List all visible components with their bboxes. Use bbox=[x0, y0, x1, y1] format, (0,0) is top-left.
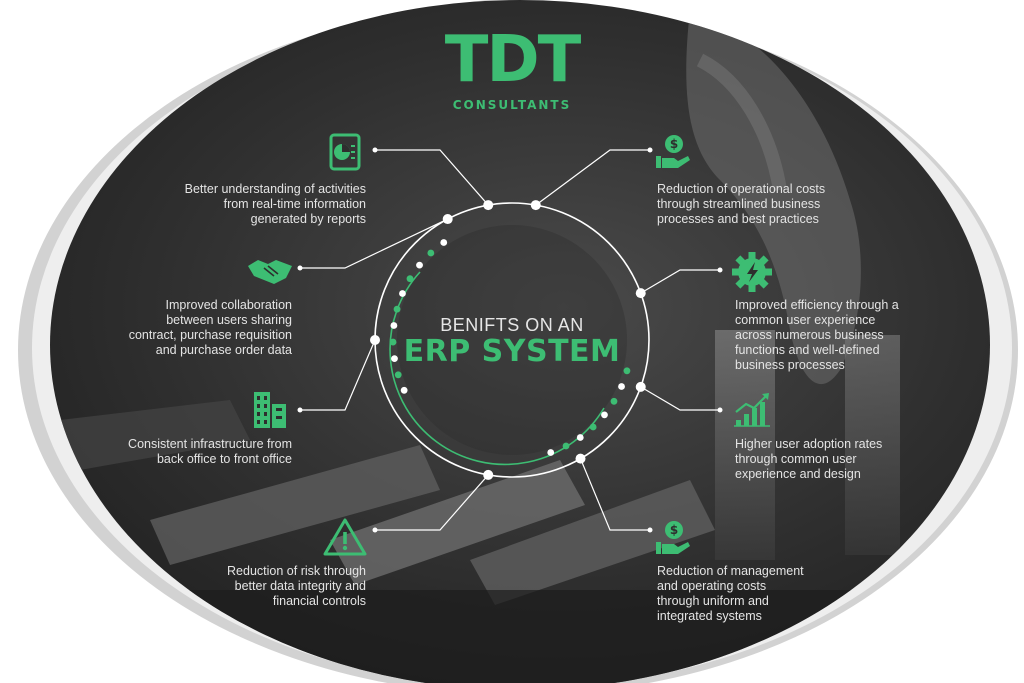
bead-dot bbox=[623, 367, 631, 375]
bead-dot bbox=[440, 239, 448, 246]
connector-end-dot bbox=[717, 267, 723, 273]
bead-dot bbox=[416, 261, 423, 269]
warning-icon bbox=[323, 518, 367, 556]
bead-dot bbox=[393, 305, 401, 313]
bead-dot bbox=[406, 275, 414, 283]
domino-fallen bbox=[330, 460, 585, 585]
icons: $$ bbox=[248, 133, 772, 556]
connector-line bbox=[579, 458, 650, 531]
connector-line bbox=[535, 149, 650, 206]
bead-dot bbox=[389, 338, 397, 346]
connector-node bbox=[575, 453, 586, 464]
connector-node bbox=[370, 335, 380, 345]
domino-standing bbox=[715, 330, 775, 560]
connector-node bbox=[442, 214, 453, 225]
logo-tagline: CONSULTANTS bbox=[452, 98, 572, 112]
hand-shape bbox=[686, 10, 861, 385]
bead-dot bbox=[610, 397, 618, 405]
bead-dot bbox=[618, 383, 625, 390]
connector-line bbox=[375, 149, 489, 206]
connector-node bbox=[635, 288, 646, 299]
bead-dot bbox=[399, 290, 406, 297]
bead-dots bbox=[389, 239, 631, 456]
connector-line bbox=[640, 269, 720, 294]
hand-dollar-icon: $ bbox=[656, 521, 690, 554]
bead-dot bbox=[390, 322, 398, 329]
svg-text:$: $ bbox=[670, 137, 678, 151]
connector-node bbox=[483, 200, 494, 211]
connector-line bbox=[640, 386, 720, 411]
connector-line bbox=[300, 339, 376, 411]
bead-dot bbox=[394, 371, 402, 379]
connector-line bbox=[375, 474, 489, 531]
connector-node bbox=[483, 469, 494, 480]
connector-node bbox=[635, 381, 646, 392]
connectors bbox=[297, 147, 723, 533]
domino-fallen bbox=[60, 400, 250, 470]
logo-wordmark: TDT bbox=[444, 23, 581, 97]
gear-lightning-icon bbox=[732, 252, 772, 292]
connector-end-dot bbox=[372, 527, 378, 533]
domino-standing bbox=[845, 335, 900, 555]
svg-text:$: $ bbox=[670, 523, 678, 537]
bead-dot bbox=[562, 442, 570, 450]
center-title-line1: BENIFTS ON AN bbox=[440, 315, 584, 335]
connector-end-dot bbox=[297, 265, 303, 271]
connector-end-dot bbox=[717, 407, 723, 413]
center-title-line2: ERP SYSTEM bbox=[403, 334, 621, 369]
connector-line bbox=[300, 218, 448, 269]
connector-end-dot bbox=[297, 407, 303, 413]
bead-dot bbox=[601, 411, 608, 419]
handshake-icon bbox=[248, 260, 292, 284]
domino-fallen bbox=[150, 445, 440, 565]
connector-node bbox=[530, 200, 541, 211]
hand-dollar-icon: $ bbox=[656, 135, 690, 168]
bead-dot bbox=[427, 249, 435, 257]
buildings-icon bbox=[254, 392, 286, 428]
connector-end-dot bbox=[647, 527, 653, 533]
bead-dot bbox=[547, 449, 555, 456]
connector-end-dot bbox=[647, 147, 653, 153]
domino-fallen bbox=[470, 480, 715, 605]
bead-dot bbox=[400, 386, 408, 394]
bead-dot bbox=[589, 423, 597, 431]
growth-chart-icon bbox=[734, 393, 770, 427]
bead-dot bbox=[391, 355, 398, 363]
report-chart-icon bbox=[329, 133, 361, 171]
bead-dot bbox=[576, 434, 584, 441]
connector-end-dot bbox=[372, 147, 378, 153]
